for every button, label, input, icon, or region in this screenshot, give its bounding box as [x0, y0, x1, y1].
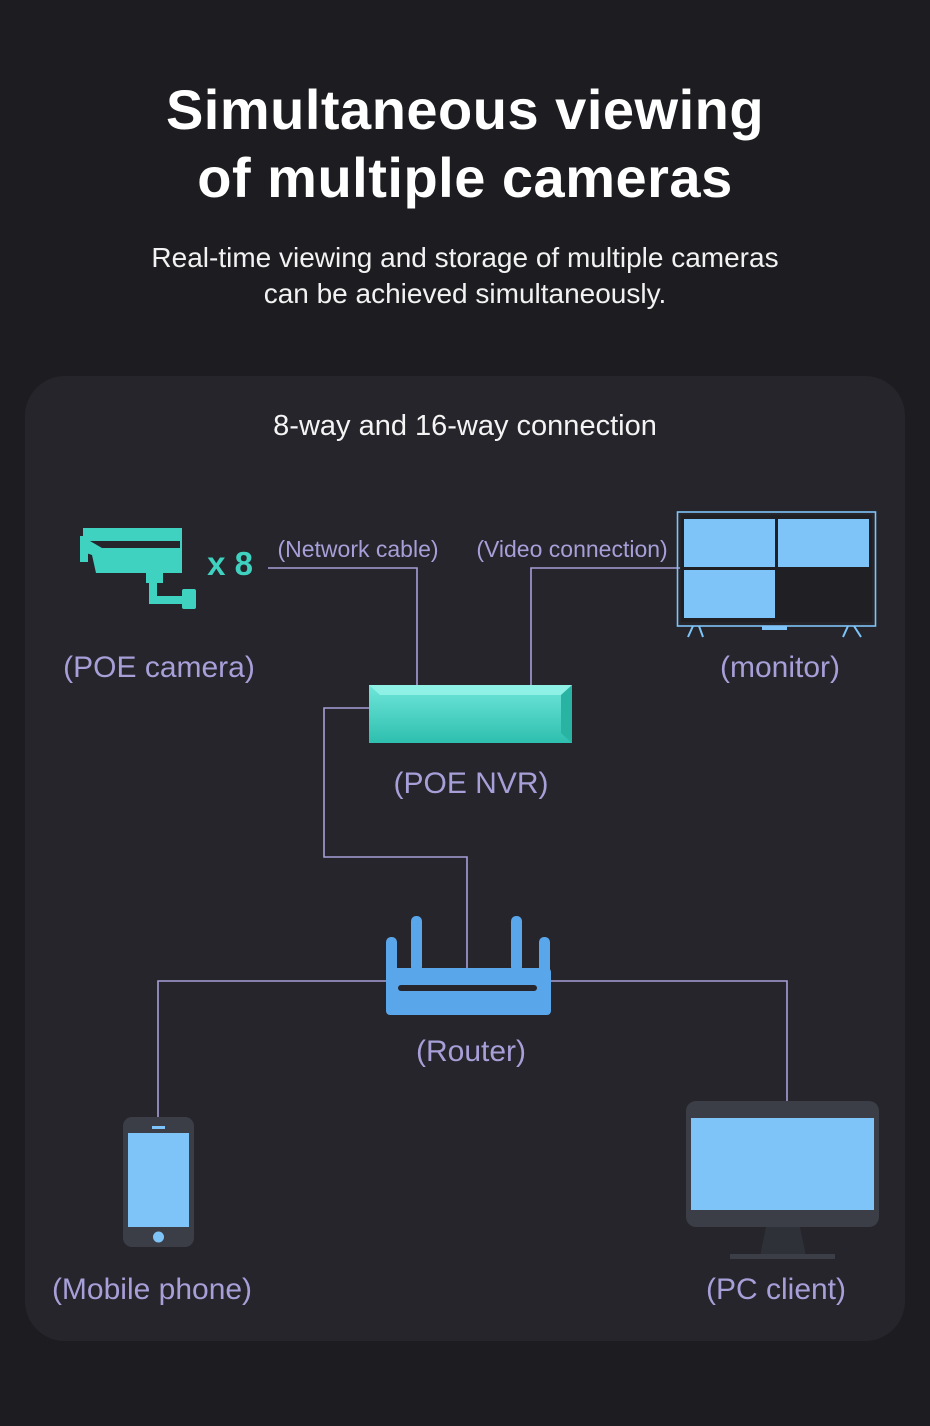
- nvr-to-router-line: [323, 707, 468, 968]
- router-icon: [386, 916, 551, 1015]
- monitor-label: (monitor): [719, 651, 841, 684]
- monitor-icon: [676, 511, 877, 638]
- mobile-phone-label: (Mobile phone): [51, 1273, 253, 1306]
- router-to-phone-line: [157, 980, 388, 1118]
- network-cable-label: (Network cable): [277, 536, 439, 562]
- title-line-2: of multiple cameras: [197, 146, 733, 209]
- nvr-icon: [369, 685, 572, 743]
- nvr-label: (POE NVR): [393, 767, 549, 800]
- subtitle-line-2: can be achieved simultaneously.: [263, 278, 667, 309]
- router-label: (Router): [415, 1035, 527, 1068]
- pc-client-label: (PC client): [705, 1273, 847, 1306]
- camera-to-nvr-line: [268, 567, 418, 686]
- camera-label: (POE camera): [63, 651, 255, 684]
- video-connection-label: (Video connection): [476, 536, 668, 562]
- camera-count: x 8: [207, 545, 253, 582]
- nvr-to-monitor-line: [530, 567, 680, 686]
- page-title: Simultaneous viewing of multiple cameras: [0, 76, 930, 212]
- diagram-title: 8-way and 16-way connection: [273, 410, 657, 442]
- mobile-phone-icon: [123, 1117, 194, 1247]
- router-to-pc-line: [550, 980, 788, 1102]
- subtitle-line-1: Real-time viewing and storage of multipl…: [151, 242, 779, 273]
- connection-lines: [157, 567, 788, 1118]
- camera-icon: [80, 528, 196, 609]
- pc-monitor-icon: [686, 1101, 879, 1259]
- title-line-1: Simultaneous viewing: [165, 78, 765, 141]
- page-subtitle: Real-time viewing and storage of multipl…: [0, 240, 930, 312]
